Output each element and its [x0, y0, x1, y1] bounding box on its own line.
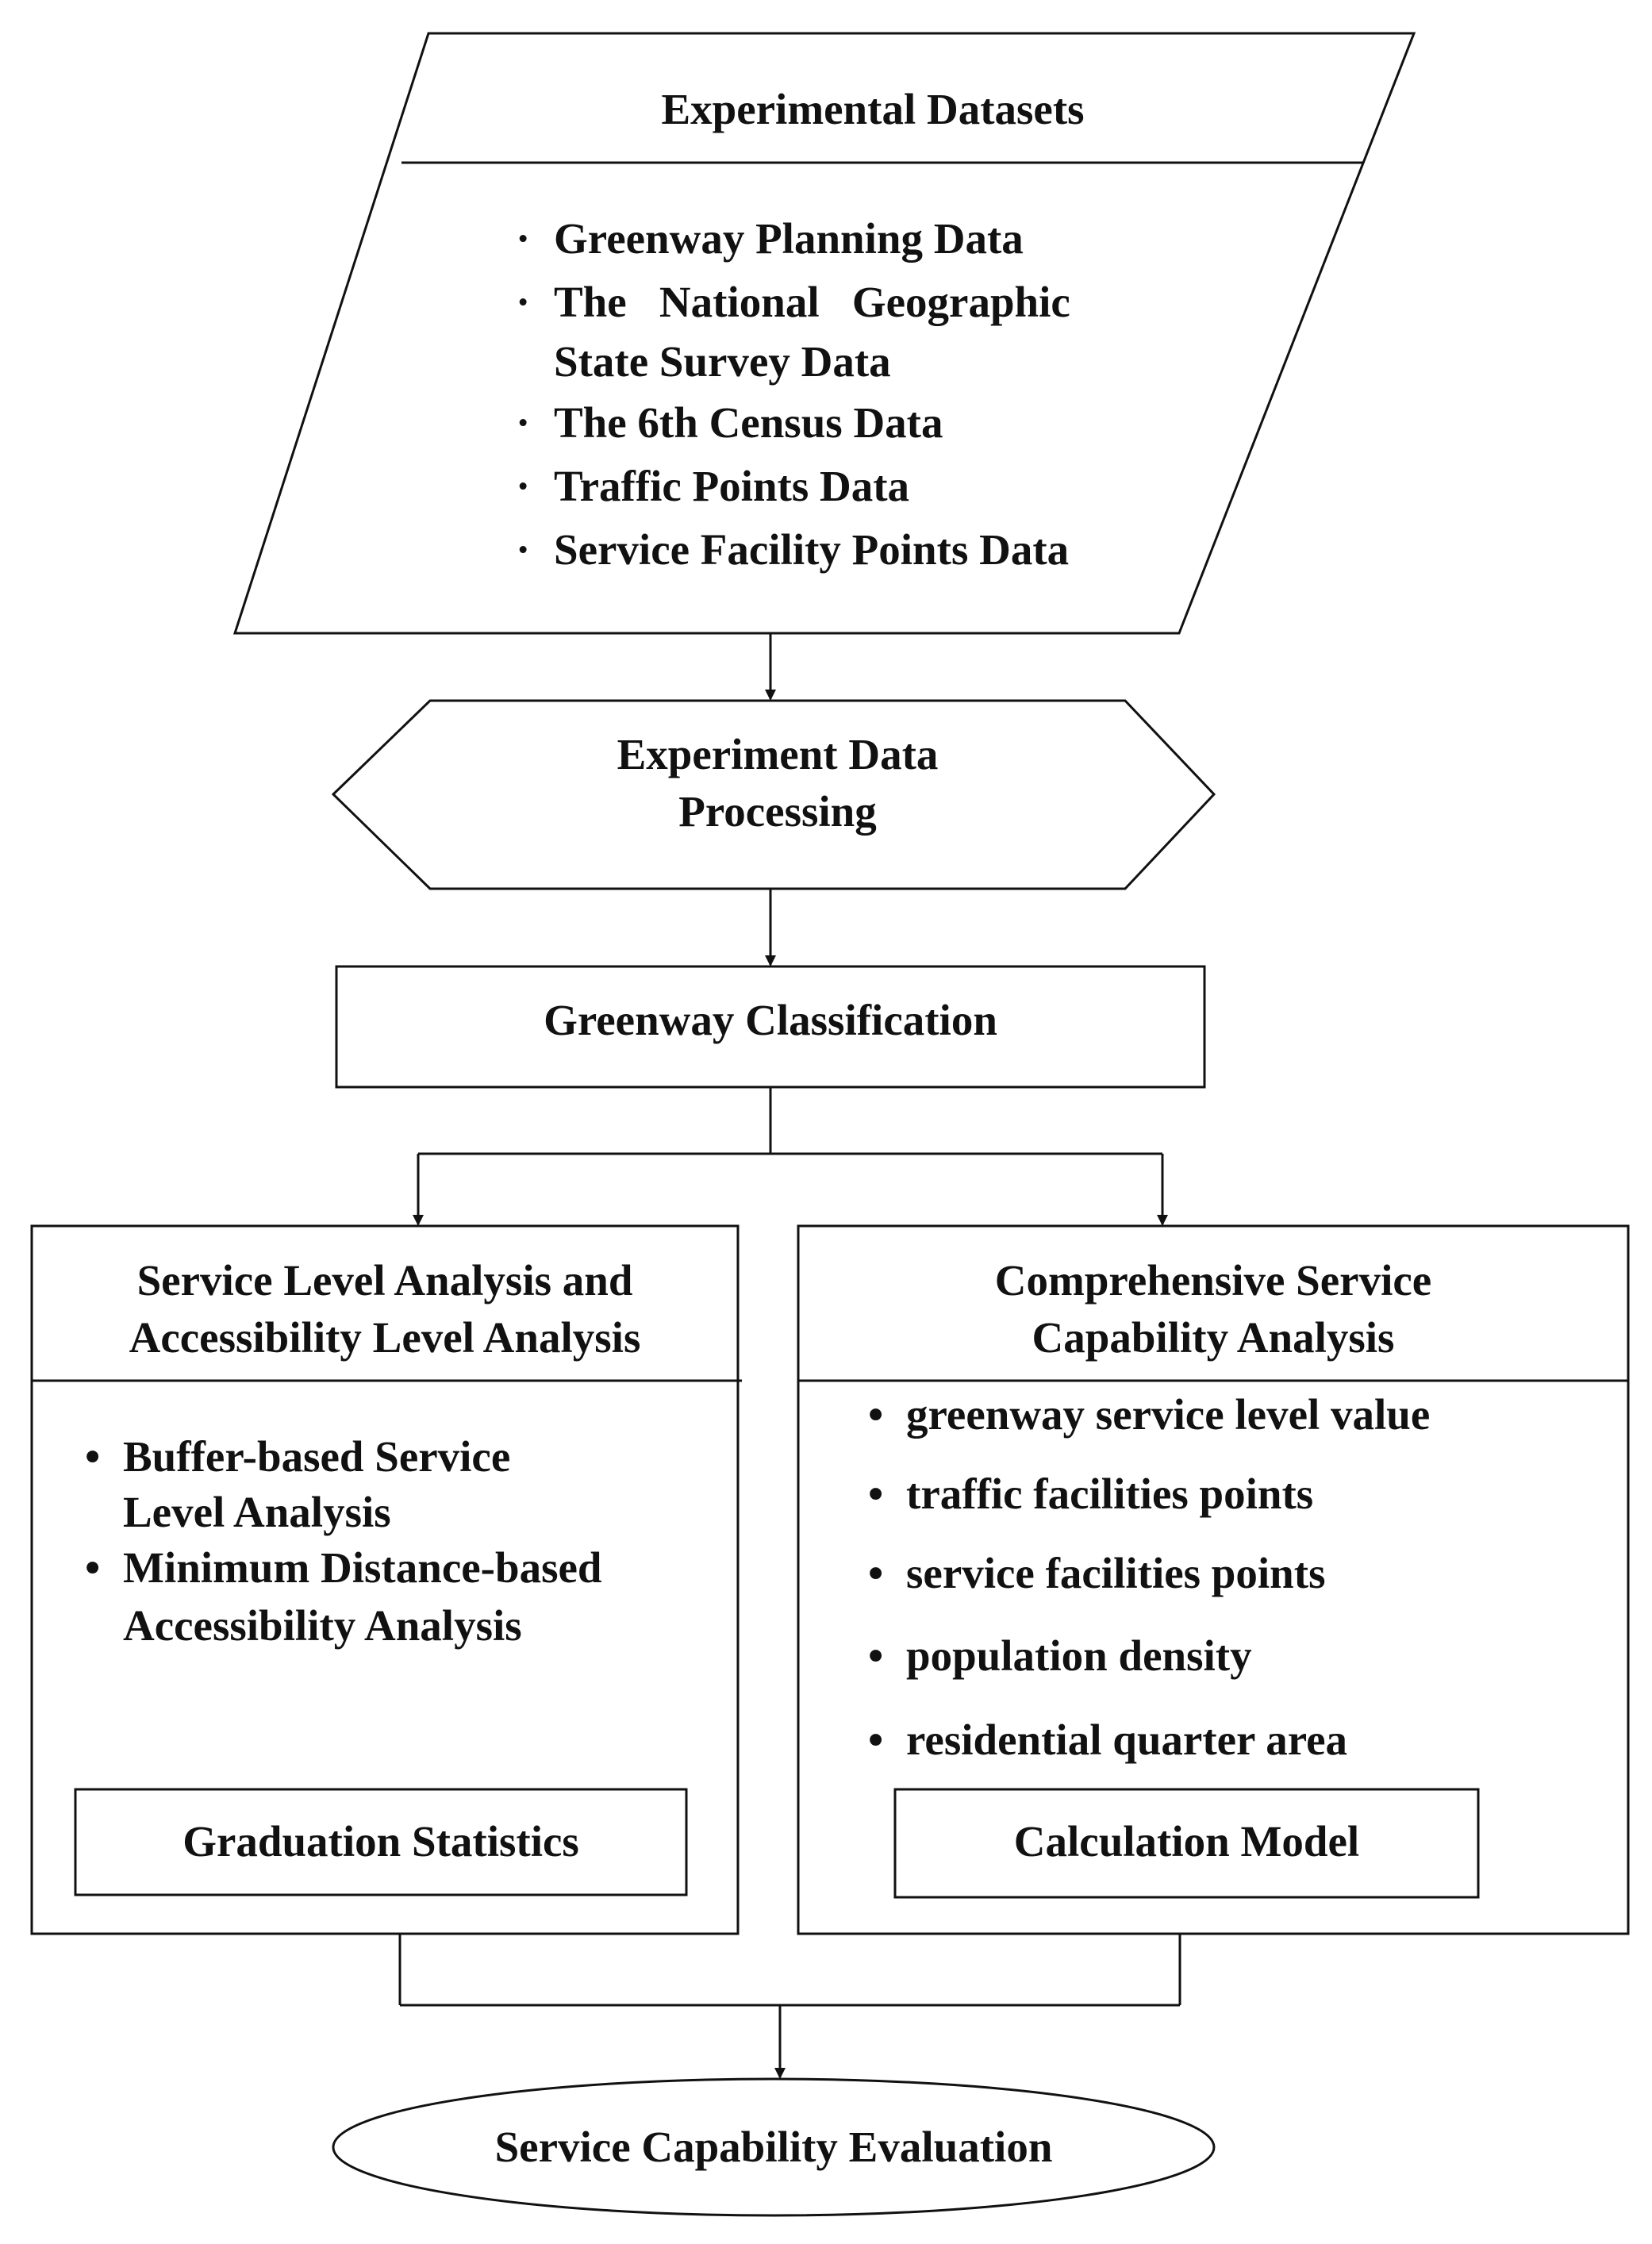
calculation-model-label: Calculation Model	[1013, 1817, 1360, 1866]
left-panel-title-line1: Service Level Analysis and	[136, 1256, 633, 1305]
graduation-statistics-label: Graduation Statistics	[182, 1817, 579, 1866]
analysis-item-label: Minimum Distance-based	[123, 1543, 602, 1592]
dataset-item-label: The National Geographic	[554, 278, 1070, 326]
capability-item-label: service facilities points	[906, 1549, 1326, 1597]
dataset-item: · Service Facility Points Data	[516, 521, 1070, 578]
bullet-dot: ·	[516, 398, 531, 447]
left-panel-box	[30, 1224, 740, 1935]
bullet-dot: ·	[516, 462, 531, 510]
bullet-dot: ·	[516, 525, 531, 574]
processing-label-line2: Processing	[678, 787, 877, 836]
dataset-item: · Traffic Points Data	[516, 458, 910, 515]
analysis-item-continuation: Accessibility Analysis	[123, 1601, 522, 1650]
evaluation-terminator	[332, 2077, 1216, 2217]
dataset-item: · The 6th Census Data	[516, 394, 943, 451]
dataset-item-continuation: State Survey Data	[554, 337, 891, 386]
capability-item-label: greenway service level value	[906, 1390, 1431, 1439]
graduation-statistics-box	[74, 1788, 688, 1896]
analysis-item: • Buffer-based Service	[85, 1428, 511, 1485]
connectors	[398, 633, 1181, 2079]
evaluation-label: Service Capability Evaluation	[494, 2123, 1053, 2171]
bullet-dot: •	[868, 1716, 884, 1764]
bullet-dot: •	[85, 1543, 101, 1592]
analysis-item-label: Buffer-based Service	[123, 1432, 511, 1481]
dataset-item-label: Greenway Planning Data	[554, 214, 1024, 263]
bullet-dot: •	[868, 1549, 884, 1597]
capability-item-label: residential quarter area	[906, 1716, 1348, 1764]
classification-label: Greenway Classification	[544, 996, 997, 1044]
dataset-item-label: The 6th Census Data	[554, 398, 943, 447]
processing-hexagon	[331, 699, 1216, 890]
bullet-dot: ·	[516, 278, 531, 326]
right-panel-box	[797, 1224, 1630, 1935]
dataset-item: · Greenway Planning Data	[516, 210, 1024, 267]
analysis-item: • Minimum Distance-based	[85, 1539, 602, 1597]
analysis-item-continuation: Level Analysis	[123, 1488, 391, 1536]
bullet-dot: •	[868, 1631, 884, 1680]
capability-item: • traffic facilities points	[868, 1466, 1314, 1523]
bullet-dot: •	[868, 1390, 884, 1439]
capability-item: • residential quarter area	[868, 1712, 1348, 1769]
dataset-item-label: Service Facility Points Data	[554, 525, 1070, 574]
bullet-dot: ·	[516, 214, 531, 263]
processing-label-line1: Experiment Data	[617, 730, 939, 778]
dataset-item-label: Traffic Points Data	[554, 462, 910, 510]
capability-item-label: population density	[906, 1631, 1252, 1680]
left-panel-title-line2: Accessibility Level Analysis	[129, 1313, 641, 1362]
capability-item: • population density	[868, 1627, 1252, 1685]
capability-item: • service facilities points	[868, 1545, 1326, 1602]
bullet-dot: •	[85, 1432, 101, 1481]
capability-item: • greenway service level value	[868, 1386, 1431, 1443]
right-panel-title-line1: Comprehensive Service	[994, 1256, 1432, 1305]
capability-item-label: traffic facilities points	[906, 1470, 1314, 1518]
calculation-model-box	[893, 1788, 1480, 1899]
bullet-dot: •	[868, 1470, 884, 1518]
right-panel-title-line2: Capability Analysis	[1032, 1313, 1395, 1362]
datasets-title: Experimental Datasets	[661, 85, 1085, 133]
dataset-item: · The National Geographic	[516, 274, 1070, 331]
datasets-parallelogram	[232, 32, 1416, 635]
